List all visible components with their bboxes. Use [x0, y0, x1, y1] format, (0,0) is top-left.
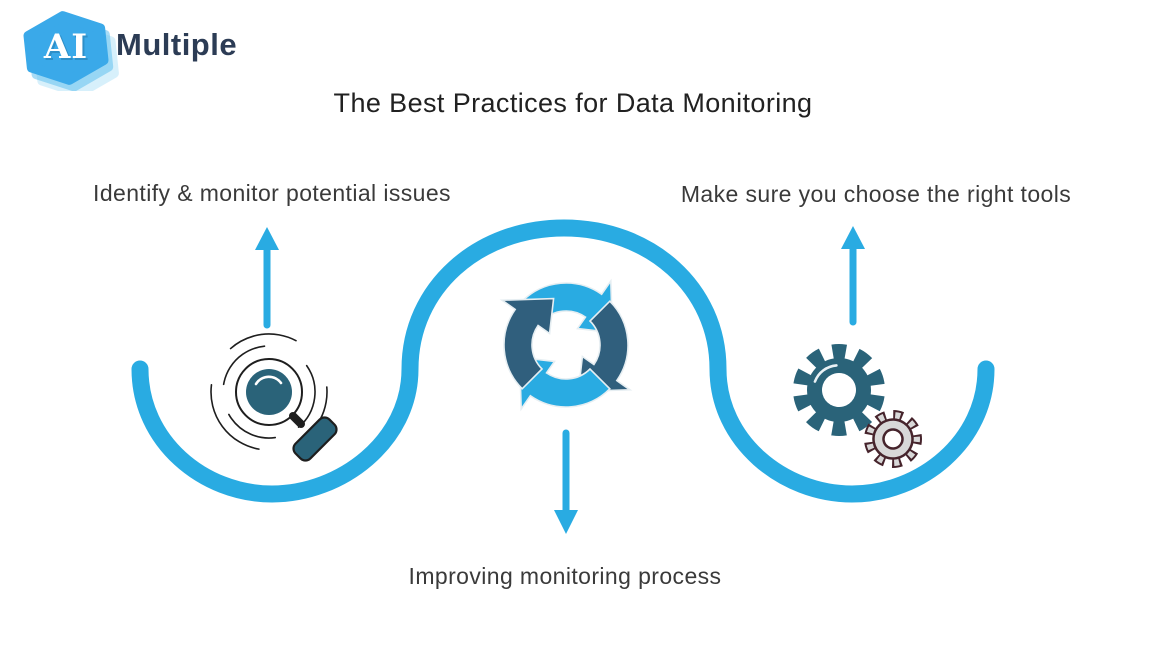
wave-curve [131, 219, 995, 503]
cycle-segment-top [521, 278, 614, 334]
aimultiple-logo: AI Multiple [14, 5, 274, 91]
magnifier-icon [210, 333, 338, 462]
page-title: The Best Practices for Data Monitoring [333, 88, 813, 118]
logo-hexagon-icon [23, 11, 119, 91]
cycle-arrows-icon [499, 278, 633, 412]
up-arrow-right [841, 226, 865, 326]
step-label-identify-issues: Identify & monitor potential issues [93, 180, 451, 206]
gears-icon [793, 344, 922, 468]
gear-large [793, 344, 885, 436]
cycle-segment-right [577, 300, 633, 393]
logo-ai-text: AI [43, 27, 89, 67]
down-arrow-center [554, 429, 578, 534]
cycle-segment-left [499, 297, 555, 390]
step-label-improve-process: Improving monitoring process [408, 563, 722, 589]
up-arrow-left [255, 227, 279, 329]
step-label-choose-tools: Make sure you choose the right tools [680, 181, 1072, 207]
logo-brand-text: Multiple [116, 27, 238, 62]
cycle-segment-bottom [518, 356, 611, 412]
gear-small [864, 410, 922, 468]
